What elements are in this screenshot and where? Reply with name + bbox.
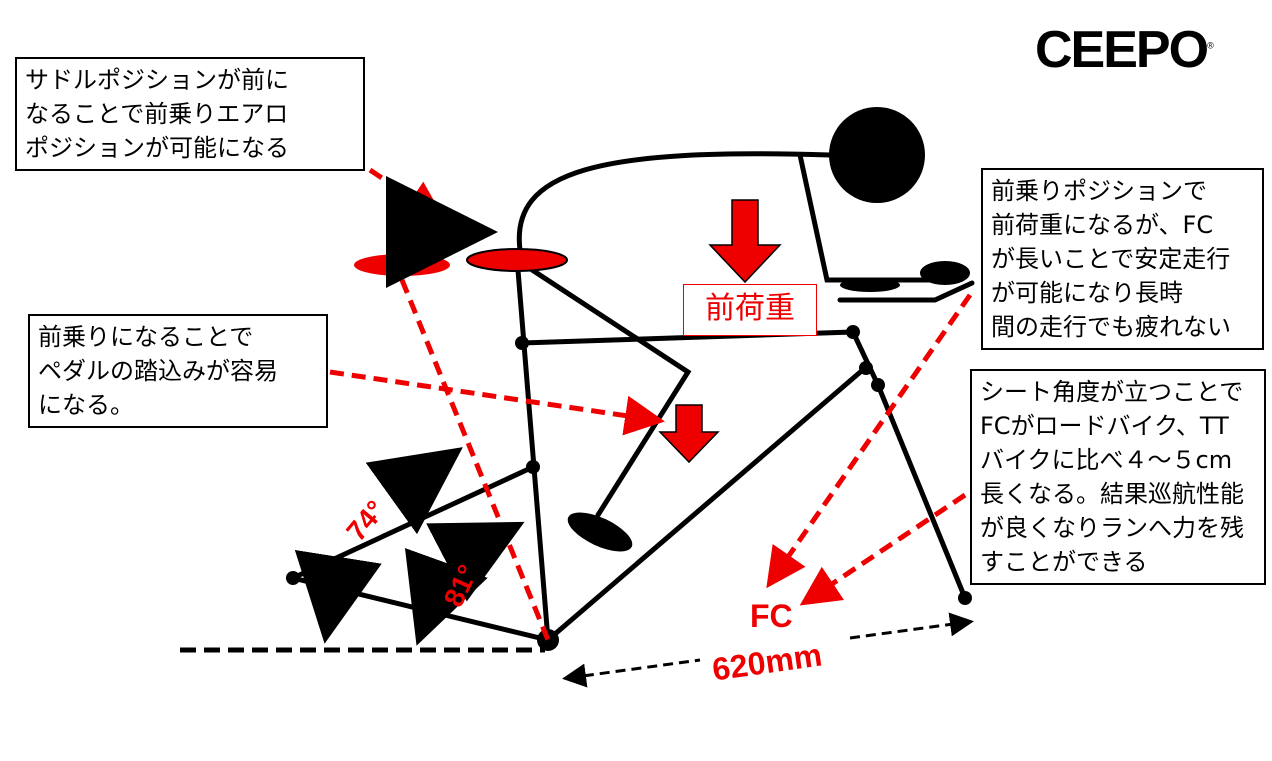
rider-back bbox=[516, 151, 833, 253]
ceepo-logo: CEEPO® bbox=[1035, 20, 1214, 80]
fc-dimension bbox=[562, 612, 974, 688]
callout-saddle: サドルポジションが前に なることで前乗りエアロ ポジションが可能になる bbox=[15, 57, 365, 171]
saddle-old bbox=[354, 254, 450, 276]
rider-head bbox=[829, 107, 925, 203]
saddle-new bbox=[466, 248, 568, 272]
load-arrows bbox=[658, 199, 782, 464]
aerobar bbox=[837, 280, 975, 303]
callout-stability: 前乗りポジションで 前荷重になるが、FC が長いことで安定走行 が可能になり長時… bbox=[981, 168, 1264, 350]
black-arrows bbox=[294, 176, 525, 646]
hand bbox=[920, 261, 970, 285]
logo-text: CEEPO bbox=[1035, 21, 1209, 79]
fc-label: FC bbox=[750, 598, 793, 634]
foot bbox=[567, 512, 633, 552]
frame-joints bbox=[286, 325, 972, 651]
down-tube bbox=[545, 365, 868, 643]
seat-tube bbox=[514, 255, 551, 643]
red-leaders bbox=[329, 167, 973, 641]
registered-mark: ® bbox=[1207, 40, 1213, 51]
front-load-label: 前荷重 bbox=[683, 284, 817, 336]
callout-seat-angle: シート角度が立つことで FCがロードバイク、TT バイクに比べ４～５cm 長くな… bbox=[970, 369, 1266, 585]
rider-and-frame bbox=[285, 151, 975, 643]
callout-pedal: 前乗りになることで ペダルの踏込みが容易 になる。 bbox=[28, 314, 328, 428]
rider-arm bbox=[797, 152, 938, 283]
rider-leg bbox=[517, 259, 692, 518]
